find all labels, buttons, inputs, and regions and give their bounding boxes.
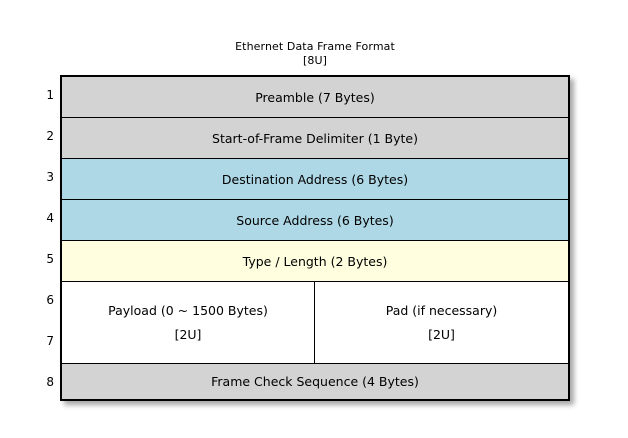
frame-field-frame-check-sequence-label: Frame Check Sequence (4 Bytes)	[211, 374, 419, 389]
frame-field-destination-address: Destination Address (6 Bytes)	[62, 159, 568, 200]
frame-field-payload: Payload (0 ~ 1500 Bytes) [2U]	[62, 282, 315, 363]
page-subtitle: [8U]	[302, 53, 328, 67]
frame-field-source-address: Source Address (6 Bytes)	[62, 200, 568, 241]
frame-field-payload-label: Payload (0 ~ 1500 Bytes)	[108, 302, 268, 318]
row-number-4: 4	[46, 211, 54, 225]
frame-field-preamble-label: Preamble (7 Bytes)	[255, 89, 375, 105]
row-number-2: 2	[46, 129, 54, 143]
frame-field-pad: Pad (if necessary) [2U]	[315, 282, 568, 363]
frame-field-frame-check-sequence: Frame Check Sequence (4 Bytes)	[62, 364, 568, 399]
frame-field-source-address-label: Source Address (6 Bytes)	[236, 212, 394, 228]
frame-field-pad-label: Pad (if necessary)	[385, 302, 498, 318]
ethernet-frame-table: Preamble (7 Bytes) Start-of-Frame Delimi…	[60, 75, 570, 401]
frame-field-pad-sublabel: [2U]	[428, 326, 455, 342]
frame-field-payload-pad-row: Payload (0 ~ 1500 Bytes) [2U] Pad (if ne…	[62, 282, 568, 364]
frame-field-type-length-label: Type / Length (2 Bytes)	[242, 253, 388, 269]
frame-field-preamble: Preamble (7 Bytes)	[62, 77, 568, 118]
diagram-title-block: Ethernet Data Frame Format [8U]	[60, 40, 570, 68]
row-number-7: 7	[46, 334, 54, 348]
frame-field-start-of-frame-delimiter-label: Start-of-Frame Delimiter (1 Byte)	[212, 130, 418, 146]
row-number-5: 5	[46, 252, 54, 266]
frame-field-start-of-frame-delimiter: Start-of-Frame Delimiter (1 Byte)	[62, 118, 568, 159]
row-number-1: 1	[46, 88, 54, 102]
frame-field-type-length: Type / Length (2 Bytes)	[62, 241, 568, 282]
row-number-gutter: 1 2 3 4 5 6 7 8	[20, 75, 54, 401]
page-title: Ethernet Data Frame Format	[235, 40, 395, 53]
row-number-6: 6	[46, 293, 54, 307]
frame-field-destination-address-label: Destination Address (6 Bytes)	[221, 171, 409, 187]
row-number-3: 3	[46, 170, 54, 184]
row-number-8: 8	[46, 375, 54, 389]
frame-field-payload-sublabel: [2U]	[174, 326, 202, 342]
